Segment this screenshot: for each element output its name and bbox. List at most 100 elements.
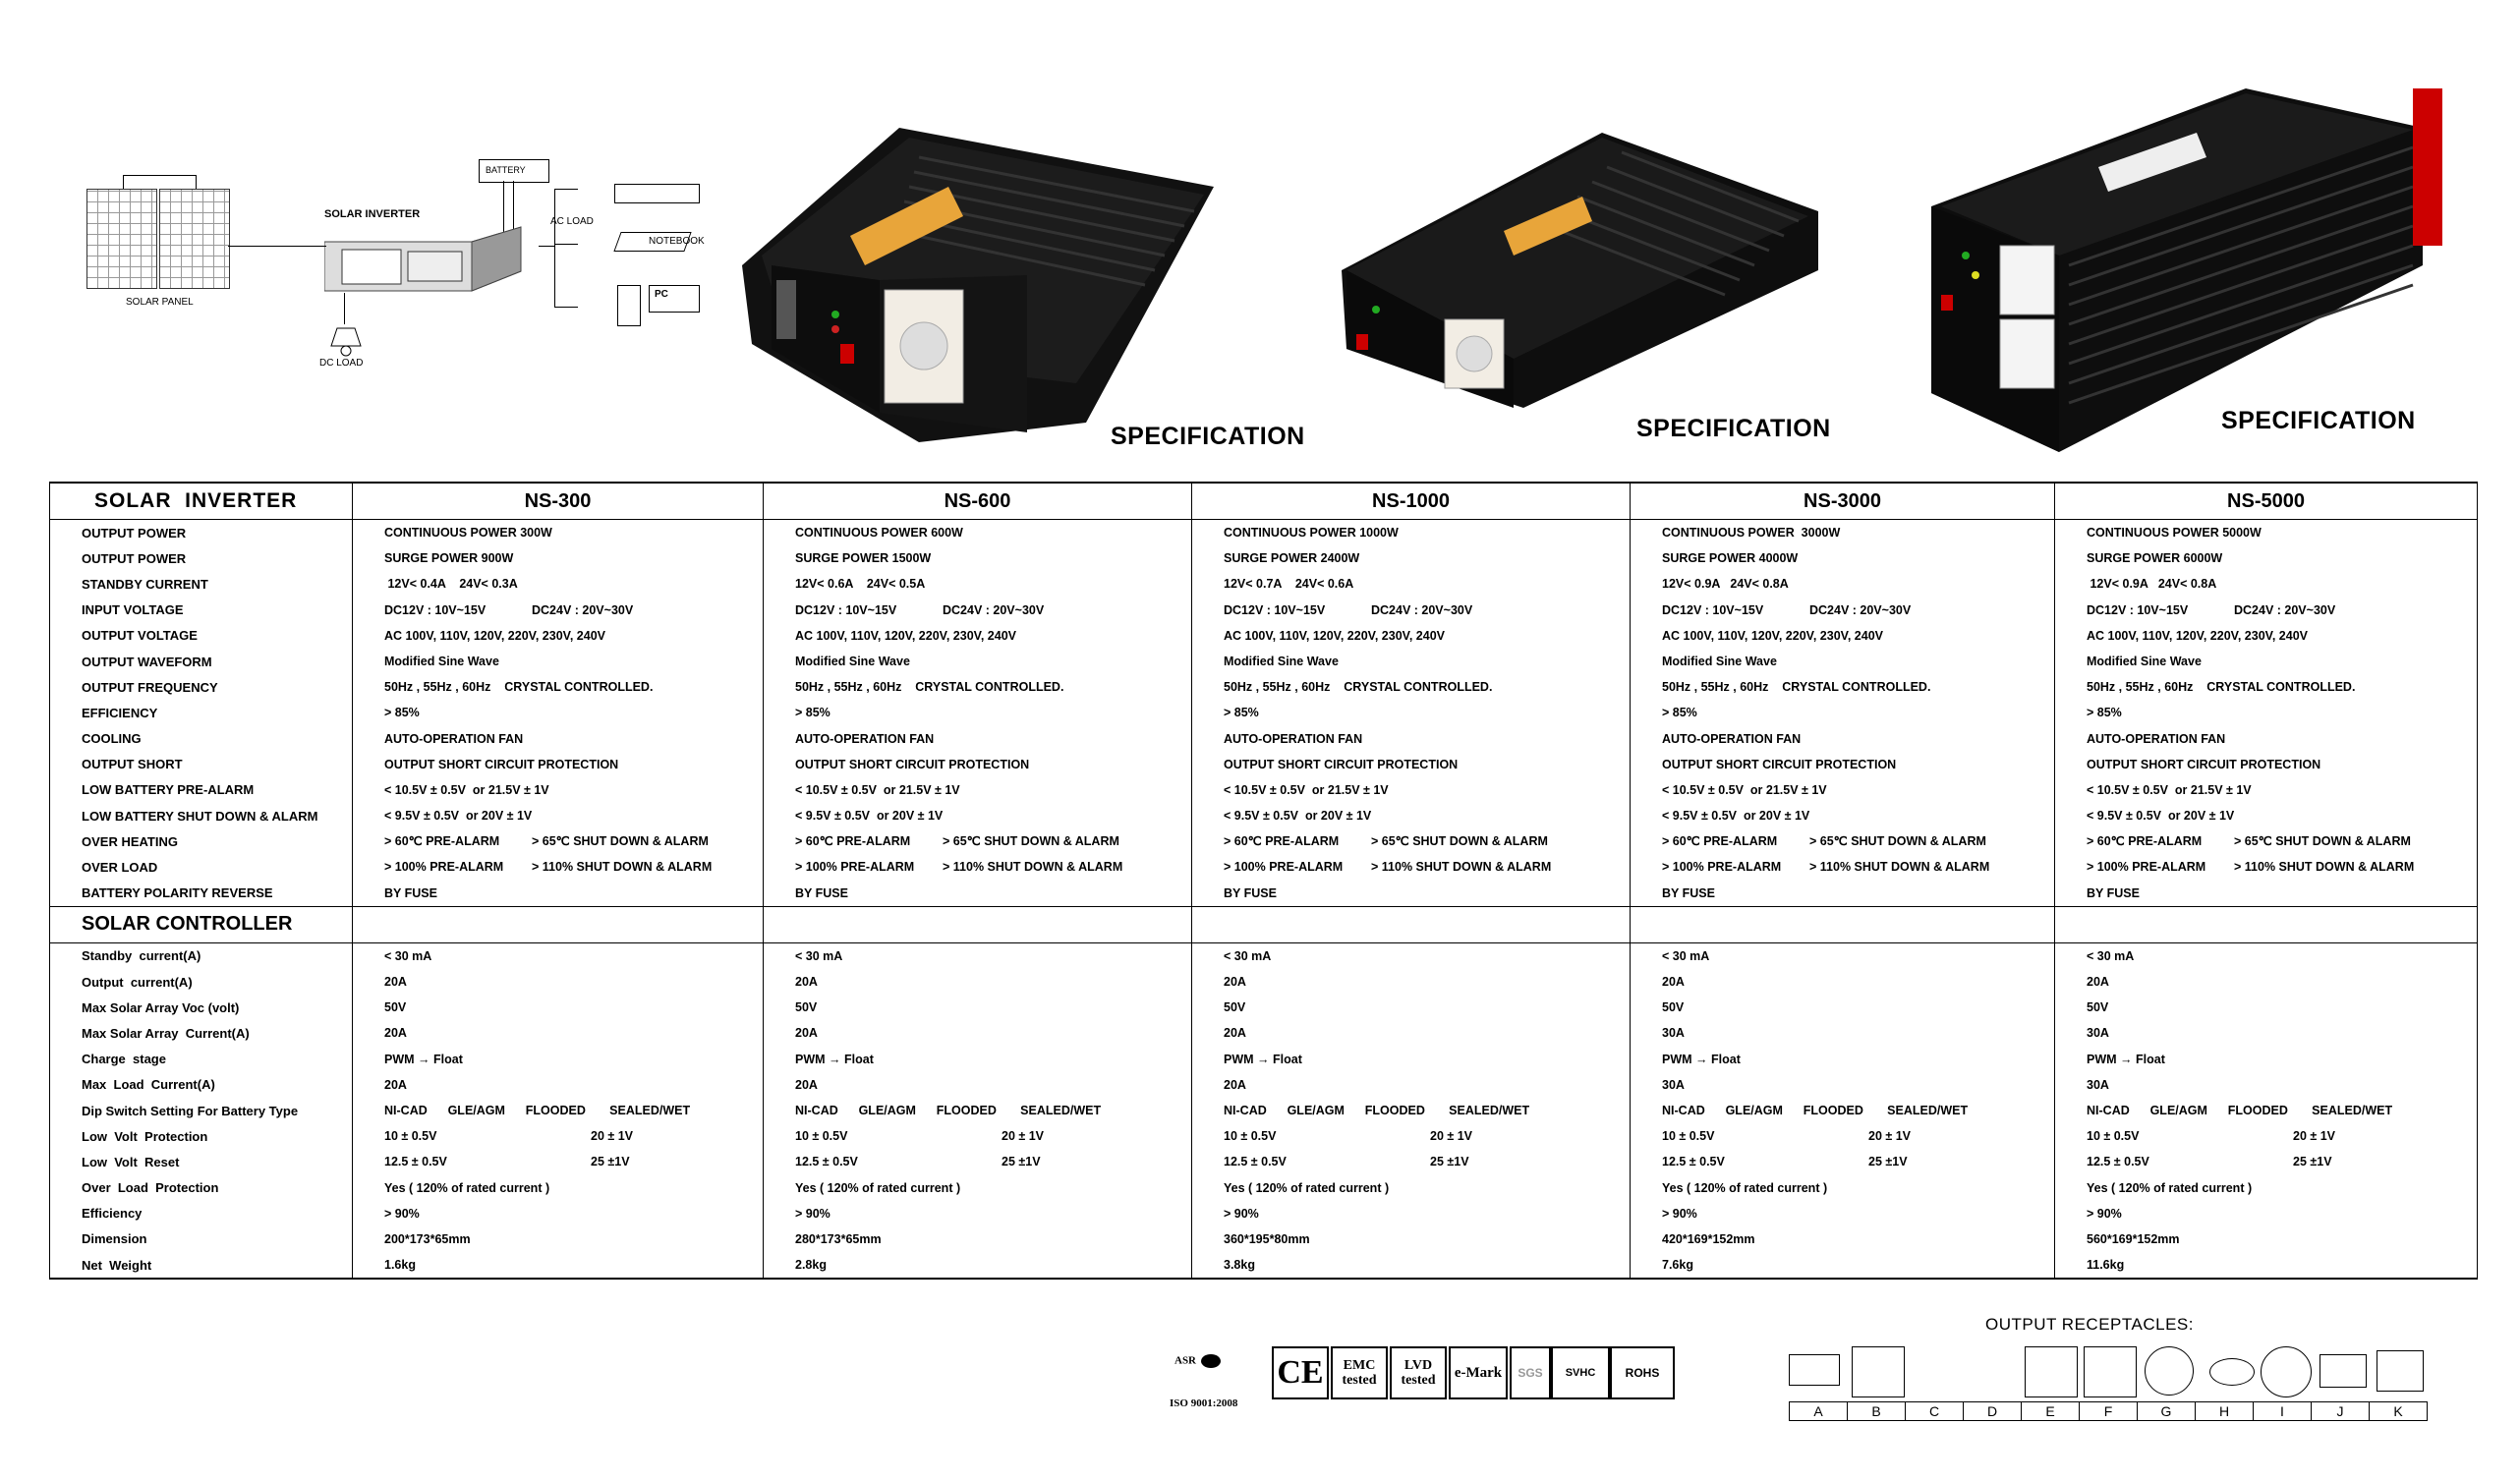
cell-value: > 100% PRE-ALARM: [1662, 860, 1782, 875]
cell-value: DC12V : 10V~15V: [1662, 602, 1764, 617]
table-cell: AUTO-OPERATION FAN: [2054, 725, 2478, 752]
table-cell: 7.6kg: [1630, 1252, 2055, 1280]
cell-value: 10 ± 0.5V: [1224, 1129, 1277, 1144]
cell-value: SURGE POWER 2400W: [1224, 551, 1360, 566]
rohs-logo: ROHS: [1610, 1346, 1675, 1399]
socket-b-icon: [1852, 1346, 1905, 1397]
table-cell: < 30 mA: [1191, 942, 1631, 969]
cell-value: 1.6kg: [384, 1258, 416, 1273]
cell-value: AUTO-OPERATION FAN: [2087, 731, 2226, 746]
cell-value: > 60℃ PRE-ALARM: [2087, 834, 2203, 849]
cell-value: AC 100V, 110V, 120V, 220V, 230V, 240V: [795, 628, 1016, 643]
cell-value-secondary: 20 ± 1V: [591, 1129, 633, 1144]
table-cell: BY FUSE: [2054, 880, 2478, 907]
cell-value: 12.5 ± 0.5V: [1662, 1155, 1725, 1169]
cell-value: > 85%: [1224, 706, 1259, 720]
table-cell: 50V: [763, 995, 1192, 1021]
inverter-photo: [1342, 133, 1818, 408]
table-cell: > 90%: [1630, 1200, 2055, 1226]
empty-cell: [1191, 905, 1631, 943]
receptacle-letter: A: [1789, 1401, 1847, 1421]
specification-label-2: SPECIFICATION: [1636, 415, 1831, 442]
table-cell: < 30 mA: [1630, 942, 2055, 969]
cell-value: < 9.5V ± 0.5V or 20V ± 1V: [795, 809, 944, 824]
cell-value: 10 ± 0.5V: [1662, 1129, 1715, 1144]
socket-g-icon: [2145, 1346, 2194, 1396]
table-cell: 50Hz , 55Hz , 60Hz CRYSTAL CONTROLLED.: [1630, 674, 2055, 701]
ce-logo: CE: [1272, 1346, 1329, 1399]
receptacles-title: OUTPUT RECEPTACLES:: [1985, 1315, 2194, 1334]
cell-value: 7.6kg: [1662, 1258, 1693, 1273]
cell-value: < 10.5V ± 0.5V or 21.5V ± 1V: [2087, 782, 2252, 797]
row-label: Dip Switch Setting For Battery Type: [49, 1097, 353, 1124]
cell-value: OUTPUT SHORT CIRCUIT PROTECTION: [384, 757, 619, 771]
cell-value: 12.5 ± 0.5V: [384, 1155, 447, 1169]
table-cell: 50Hz , 55Hz , 60Hz CRYSTAL CONTROLLED.: [352, 674, 764, 701]
table-cell: 20A: [763, 969, 1192, 996]
table-cell: SURGE POWER 2400W: [1191, 545, 1631, 572]
row-label: OVER LOAD: [49, 854, 353, 881]
emc-logo: EMC tested: [1331, 1346, 1388, 1399]
row-label: LOW BATTERY SHUT DOWN & ALARM: [49, 803, 353, 829]
socket-e-icon: [2025, 1346, 2078, 1397]
table-cell: 20A: [352, 1071, 764, 1098]
table-cell: 360*195*80mm: [1191, 1226, 1631, 1253]
cell-value: AC 100V, 110V, 120V, 220V, 230V, 240V: [2087, 628, 2308, 643]
table-cell: Modified Sine Wave: [352, 648, 764, 675]
table-cell: > 85%: [352, 700, 764, 726]
cell-value-secondary: > 65℃ SHUT DOWN & ALARM: [1809, 834, 1986, 849]
cell-value: > 90%: [384, 1206, 420, 1221]
table-row: Dip Switch Setting For Battery Type NI-CA…: [49, 1097, 2478, 1124]
table-cell: < 9.5V ± 0.5V or 20V ± 1V: [1191, 803, 1631, 829]
inverter-photo: [742, 128, 1214, 442]
table-cell: > 85%: [1630, 700, 2055, 726]
cell-value: NI-CAD GLE/AGM FLOODED SEALED/WET: [1224, 1103, 1530, 1117]
cell-value-secondary: > 65℃ SHUT DOWN & ALARM: [1371, 834, 1548, 849]
table-cell: AC 100V, 110V, 120V, 220V, 230V, 240V: [352, 622, 764, 649]
table-cell: OUTPUT SHORT CIRCUIT PROTECTION: [763, 751, 1192, 777]
table-cell: SURGE POWER 900W: [352, 545, 764, 572]
row-label: INPUT VOLTAGE: [49, 597, 353, 623]
table-cell: > 90%: [2054, 1200, 2478, 1226]
cell-value: 20A: [1662, 975, 1685, 989]
cell-value: DC12V : 10V~15V: [1224, 602, 1326, 617]
table-cell: PWM → Float: [1630, 1046, 2055, 1072]
cell-value: 12V< 0.9A 24V< 0.8A: [1662, 577, 1789, 592]
cell-value: 20A: [2087, 975, 2109, 989]
cell-value: CONTINUOUS POWER 600W: [795, 526, 963, 540]
table-cell: BY FUSE: [352, 880, 764, 907]
row-label: Low Volt Reset: [49, 1149, 353, 1175]
cell-value: CONTINUOUS POWER 5000W: [2087, 526, 2262, 540]
table-cell: 20A: [763, 1020, 1192, 1047]
table-cell: > 85%: [763, 700, 1192, 726]
cell-value: 3.8kg: [1224, 1258, 1255, 1273]
table-cell: Yes ( 120% of rated current ): [1191, 1174, 1631, 1201]
table-cell: Yes ( 120% of rated current ): [352, 1174, 764, 1201]
table-cell: < 9.5V ± 0.5V or 20V ± 1V: [1630, 803, 2055, 829]
cell-value: SURGE POWER 6000W: [2087, 551, 2223, 566]
table-cell: < 9.5V ± 0.5V or 20V ± 1V: [763, 803, 1192, 829]
cell-value: 20A: [384, 1026, 407, 1041]
cell-value: Modified Sine Wave: [1224, 654, 1339, 668]
sgs-logo: SGS: [1510, 1346, 1551, 1399]
cell-value-secondary: DC24V : 20V~30V: [1809, 602, 1912, 617]
table-row: LOW BATTERY PRE-ALARM< 10.5V ± 0.5V or 2…: [49, 776, 2478, 804]
cell-value: 50Hz , 55Hz , 60Hz CRYSTAL CONTROLLED.: [795, 680, 1064, 695]
table-cell: AUTO-OPERATION FAN: [763, 725, 1192, 752]
row-label: OVER HEATING: [49, 828, 353, 855]
cell-value: 10 ± 0.5V: [2087, 1129, 2140, 1144]
cell-value-secondary: 25 ±1V: [1002, 1155, 1041, 1169]
cell-value: SURGE POWER 1500W: [795, 551, 932, 566]
table-cell: > 90%: [1191, 1200, 1631, 1226]
